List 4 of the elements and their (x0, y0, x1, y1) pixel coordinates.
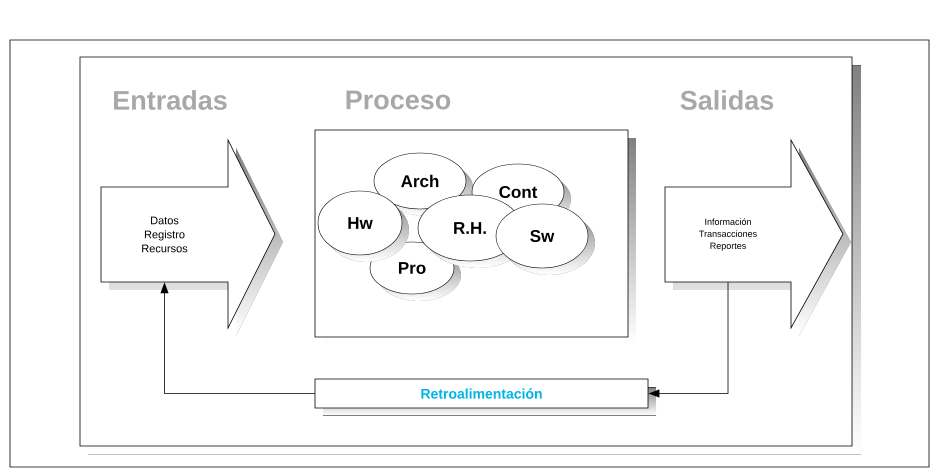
feedback-box: Retroalimentación (314, 378, 656, 416)
section-heading: Salidas (680, 90, 774, 110)
section-heading: Proceso (346, 90, 450, 110)
section-heading: Entradas (114, 90, 227, 110)
